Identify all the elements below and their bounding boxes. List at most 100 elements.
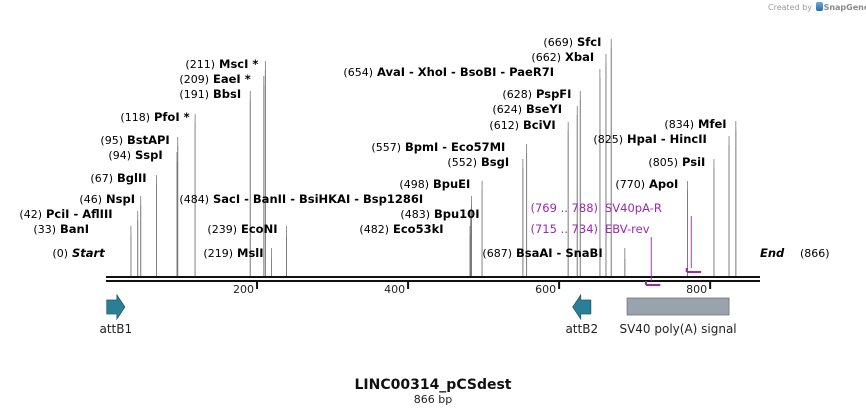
- site-name: NspI: [106, 192, 135, 206]
- site-name: EaeI *: [213, 72, 251, 86]
- site-name: BpuEI: [433, 177, 470, 191]
- feature-label: attB2: [565, 322, 598, 336]
- primer-name: SV40pA-R: [605, 201, 662, 215]
- site-position: (628): [502, 88, 532, 101]
- site-name: MscI *: [219, 57, 258, 71]
- site-position: (46): [79, 193, 102, 206]
- site-position: (0): [52, 247, 68, 260]
- site-position: (484): [179, 193, 209, 206]
- primer-range: (769 .. 788): [531, 201, 599, 215]
- site-bstapi[interactable]: (95) BstAPI: [100, 133, 169, 147]
- primer-sv40pa-r[interactable]: (769 .. 788) SV40pA-R: [531, 201, 702, 273]
- site-labels-layer: (0) Start (866) End (33) BanI (42) PciI - AflII…: [19, 35, 829, 260]
- feature-arrow-left-shape: [572, 293, 592, 321]
- site-name: BpmI - Eco57MI: [405, 140, 505, 154]
- credit-watermark: Created by SnapGene: [768, 2, 866, 12]
- site-psii[interactable]: (805) PsiI: [648, 155, 705, 169]
- site-bpu10i[interactable]: (483) Bpu10I: [400, 207, 479, 221]
- site-pfoi[interactable]: (118)PfoI *: [120, 110, 189, 124]
- sequence-backbone: [106, 276, 760, 282]
- site-position: (687): [482, 247, 512, 260]
- site-saci-banii-bsihkai-bsp1286i[interactable]: (484)SacI - BanII - BsiHKAI - Bsp1286I: [179, 192, 423, 206]
- site-position: (191): [179, 88, 209, 101]
- feature-attb2[interactable]: attB2: [565, 293, 598, 336]
- site-start[interactable]: (0) Start: [52, 246, 105, 260]
- site-nspi[interactable]: (46) NspI: [79, 192, 135, 206]
- site-position: (95): [100, 134, 123, 147]
- feature-arrow-right-shape: [106, 293, 126, 321]
- site-name: BsgI: [481, 155, 509, 169]
- site-msli[interactable]: (219)MslI: [203, 246, 263, 260]
- site-position: (612): [489, 119, 519, 132]
- site-name: BanI: [60, 222, 89, 236]
- site-name: BbsI: [213, 87, 241, 101]
- site-name: BstAPI: [127, 133, 170, 147]
- site-name: EcoNI: [241, 222, 277, 236]
- site-position: (805): [648, 156, 678, 169]
- site-sfci[interactable]: (669)SfcI: [543, 35, 601, 49]
- feature-box-shape: [626, 297, 730, 316]
- site-bbsi[interactable]: (191) BbsI: [179, 87, 241, 101]
- ruler-tick-label: 600: [535, 283, 556, 296]
- site-apoi[interactable]: (770) ApoI: [615, 177, 678, 191]
- site-position: (557): [371, 141, 401, 154]
- site-econi[interactable]: (239) EcoNI: [207, 222, 277, 236]
- site-position: (866): [800, 247, 830, 260]
- feature-label: attB1: [99, 322, 132, 336]
- site-bcivi[interactable]: (612) BciVI: [489, 118, 555, 132]
- site-name: PspFI: [536, 87, 571, 101]
- site-position: (483): [400, 208, 430, 221]
- site-position: (239): [207, 223, 237, 236]
- ruler-tick-label: 800: [686, 283, 707, 296]
- site-position: (770): [615, 178, 645, 191]
- site-avai-xhoi-bsobi-paer7i[interactable]: (654)AvaI - XhoI - BsoBI - PaeR7I: [343, 65, 554, 79]
- site-position: (552): [447, 156, 477, 169]
- site-bsgi[interactable]: (552) BsgI: [447, 155, 509, 169]
- site-bani[interactable]: (33) BanI: [33, 222, 89, 236]
- site-mfei[interactable]: (834)MfeI: [664, 117, 726, 131]
- site-hpai-hincii[interactable]: (825)HpaI - HincII: [593, 132, 706, 146]
- feature-label: SV40 poly(A) signal: [619, 322, 736, 336]
- ruler-tick-label: 400: [384, 283, 405, 296]
- site-pspfi[interactable]: (628) PspFI: [502, 87, 571, 101]
- credit-prefix: Created by: [768, 3, 813, 12]
- site-position: (482): [359, 223, 389, 236]
- site-name: SfcI: [577, 35, 601, 49]
- site-name: BciVI: [523, 118, 556, 132]
- site-eco53ki[interactable]: (482)Eco53kI: [359, 222, 443, 236]
- site-name: PciI - AflIII: [46, 207, 113, 221]
- site-name: ApoI: [649, 177, 678, 191]
- site-position: (94): [108, 149, 131, 162]
- site-bsaai-snabi[interactable]: (687) BsaAI - SnaBI: [482, 246, 602, 260]
- site-end[interactable]: (866) End: [760, 246, 830, 260]
- credit-brand: SnapGene: [823, 3, 866, 12]
- site-name: Start: [72, 246, 105, 260]
- feature-attb1[interactable]: attB1: [99, 293, 132, 336]
- site-position: (834): [664, 118, 694, 131]
- site-pcii-afliii[interactable]: (42) PciI - AflIII: [19, 207, 112, 221]
- feature-sv40-poly-a-signal[interactable]: SV40 poly(A) signal: [619, 297, 737, 336]
- site-eaei[interactable]: (209)EaeI *: [179, 72, 250, 86]
- site-sspi[interactable]: (94) SspI: [108, 148, 162, 162]
- site-bpmi-eco57mi[interactable]: (557) BpmI - Eco57MI: [371, 140, 505, 154]
- site-position: (42): [19, 208, 42, 221]
- site-name: BsaAI - SnaBI: [516, 246, 603, 260]
- site-bglii[interactable]: (67)BglII: [90, 171, 146, 185]
- site-position: (33): [33, 223, 56, 236]
- site-xbai[interactable]: (662)XbaI: [531, 50, 594, 64]
- site-position: (662): [531, 51, 561, 64]
- site-name: End: [760, 246, 785, 260]
- sequence-length: 866 bp: [414, 393, 452, 406]
- site-lines-layer: [130, 39, 737, 276]
- primer-ebv-rev[interactable]: (715 .. 734)EBV-rev: [531, 222, 661, 286]
- site-bpuei[interactable]: (498)BpuEI: [399, 177, 470, 191]
- site-name: PsiI: [682, 155, 705, 169]
- site-msci[interactable]: (211)MscI *: [185, 57, 258, 71]
- site-name: SspI: [135, 148, 163, 162]
- site-name: AvaI - XhoI - BsoBI - PaeR7I: [377, 65, 554, 79]
- site-bseyi[interactable]: (624)BseYI: [492, 102, 562, 116]
- site-name: Bpu10I: [434, 207, 479, 221]
- site-name: BglII: [117, 171, 147, 185]
